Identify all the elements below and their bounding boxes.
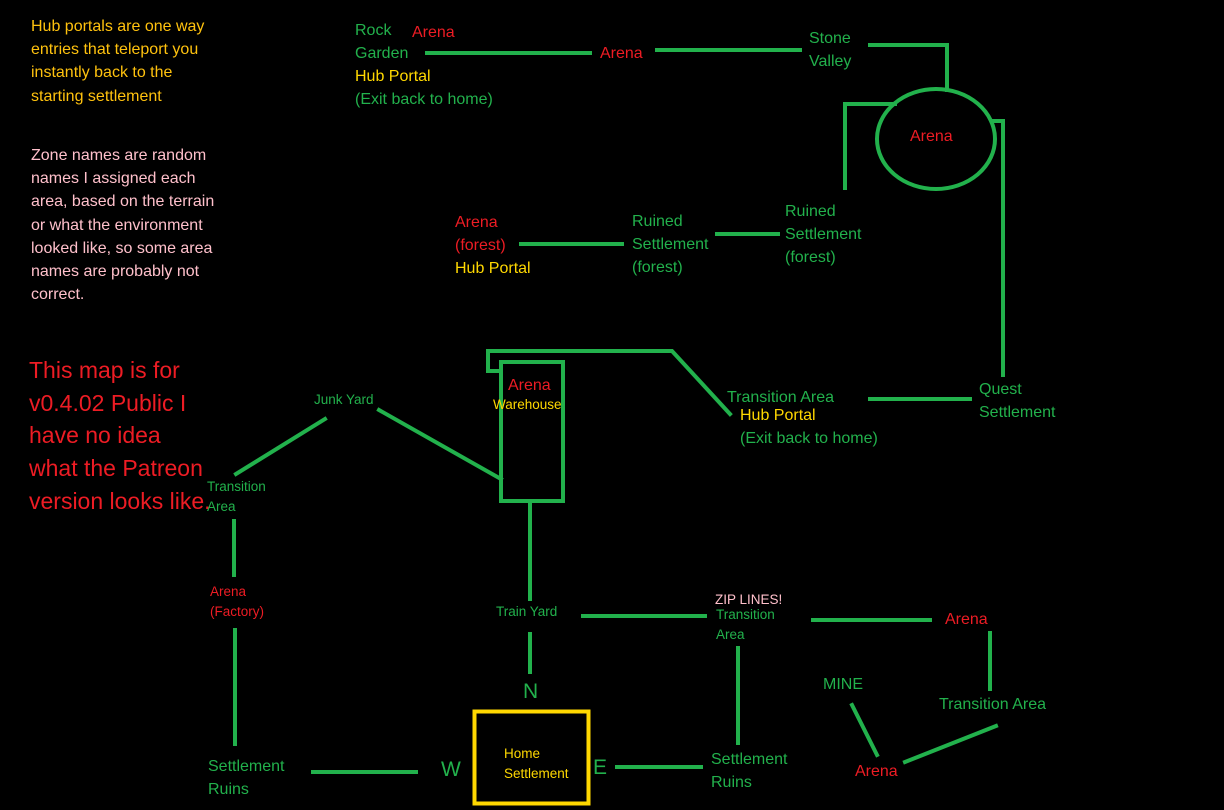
arena-forest: Arena (forest) <box>455 214 506 255</box>
compass-n: N <box>523 680 539 703</box>
zone-settlement-ruins-right: Settlement Ruins <box>711 751 788 792</box>
hub-portal-transition: Hub Portal <box>740 407 816 424</box>
home-settlement-box <box>472 709 591 806</box>
hub-portal-forest: Hub Portal <box>455 260 531 277</box>
zone-transition-area-right: Transition Area <box>939 696 1047 713</box>
zip-lines-label: ZIP LINES! <box>715 592 783 607</box>
line-stonevalley-circle <box>868 43 949 92</box>
zone-quest-settlement: Quest Settlement <box>979 381 1056 422</box>
arena-bottom: Arena <box>855 763 898 780</box>
zone-rock-garden: Rock Garden <box>355 22 409 63</box>
zone-stone-valley: Stone Valley <box>809 30 852 71</box>
line-warehouse-transition <box>486 349 733 417</box>
line-junkyard-transitionleft <box>233 416 328 477</box>
arena-warehouse: Arena <box>508 377 551 394</box>
arena-top: Arena <box>600 45 643 62</box>
zone-mine: MINE <box>823 676 863 693</box>
hub-portal-rock-garden: Hub Portal <box>355 68 431 85</box>
line-circle-ruined2 <box>843 102 897 190</box>
zone-settlement-ruins-left: Settlement Ruins <box>208 758 285 799</box>
compass-w: W <box>441 758 461 781</box>
line-transitionright-arenabottom <box>902 723 999 765</box>
note-zone-names: Zone names are random names I assigned e… <box>31 147 215 304</box>
zone-transition-area-mid: Transition Area <box>727 389 835 406</box>
zone-ruined-settlement-2: Ruined Settlement (forest) <box>785 203 862 267</box>
arena-rock-garden: Arena <box>412 24 455 41</box>
exit-home-rock-garden: (Exit back to home) <box>355 91 493 108</box>
note-hub-portals: Hub portals are one way entries that tel… <box>31 18 205 105</box>
exit-home-transition: (Exit back to home) <box>740 430 878 447</box>
line-junkyard-warehouse <box>376 407 504 482</box>
zone-warehouse: Warehouse <box>493 397 562 412</box>
arena-factory: Arena (Factory) <box>210 584 264 619</box>
zone-junk-yard: Junk Yard <box>314 392 374 407</box>
zone-ruined-settlement-1: Ruined Settlement (forest) <box>632 213 709 277</box>
zone-transition-area-zip: Transition Area <box>716 607 775 642</box>
arena-circle-shape <box>875 87 997 191</box>
compass-e: E <box>593 756 608 779</box>
line-mine-arenabottom <box>849 702 880 758</box>
zone-train-yard: Train Yard <box>496 604 558 619</box>
zone-transition-area-left: Transition Area <box>207 479 266 514</box>
arena-circle: Arena <box>910 128 953 145</box>
arena-right: Arena <box>945 611 988 628</box>
note-version: This map is for v0.4.02 Public I have no… <box>29 357 211 514</box>
line-circle-quest <box>991 119 1005 377</box>
home-settlement-label: Home Settlement <box>504 746 569 781</box>
